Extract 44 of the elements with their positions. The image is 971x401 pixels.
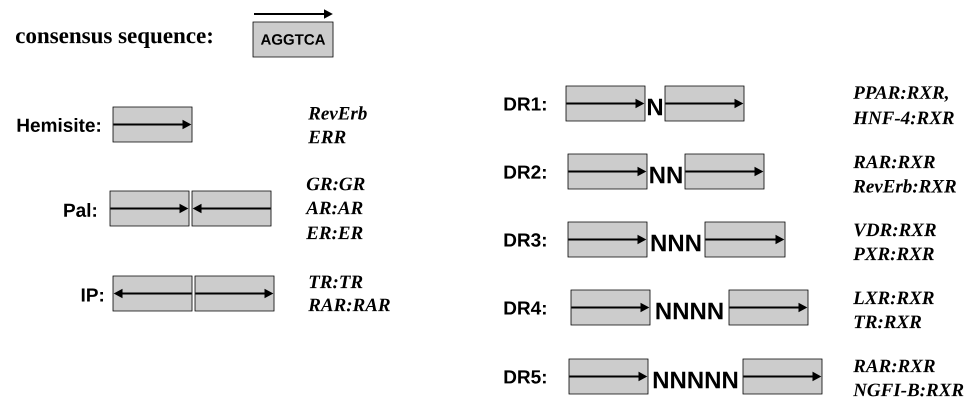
receptor-label: AR:AR (305, 202, 362, 214)
half-site-box (664, 86, 744, 122)
receptor-label: NGFI-B:RXR (853, 384, 964, 396)
receptor-label: PPAR:RXR, (853, 86, 948, 102)
half-site-box (112, 276, 192, 312)
half-site-box (112, 106, 192, 142)
receptor-label: TR:RXR (854, 316, 922, 328)
row-label: DR1: (504, 97, 546, 111)
receptor-label: PXR:RXR (853, 248, 934, 260)
half-site-box (742, 358, 822, 394)
spacer-text: NNNN (656, 302, 723, 320)
receptor-label: RevErb:RXR (853, 179, 956, 193)
receptor-label: LXR:RXR (853, 292, 934, 304)
half-site-box (684, 154, 764, 190)
spacer-text: NNN (652, 234, 700, 252)
half-site-box (568, 154, 648, 190)
spacer-text: N (648, 98, 662, 116)
half-site-box (570, 290, 650, 326)
heading-text: consensus sequence: (16, 32, 212, 48)
row-label: DR5: (504, 370, 546, 384)
row-label: DR3: (504, 233, 546, 247)
half-site-box (704, 222, 786, 258)
receptor-label: RAR:RAR (308, 298, 390, 312)
half-site-box (568, 358, 648, 394)
receptor-label: HNF-4:RXR (853, 112, 954, 124)
spacer-text: NNNNN (654, 372, 738, 388)
row-label: DR2: (504, 165, 546, 179)
receptor-label: VDR:RXR (854, 224, 936, 236)
receptor-label: RevErb (308, 106, 367, 120)
half-site-box (192, 190, 272, 226)
receptor-label: RAR:RXR (853, 360, 935, 372)
spacer-text: NN (650, 166, 682, 184)
receptor-label: GR:GR (306, 178, 365, 190)
receptor-label: TR:TR (310, 276, 362, 288)
receptor-label: ERR (308, 130, 346, 144)
sequence-box: AGGTCA (252, 22, 334, 58)
receptor-label: ER:ER (306, 226, 362, 240)
receptor-label: RAR:RXR (853, 156, 935, 168)
half-site-box (728, 290, 808, 326)
half-site-box (568, 222, 648, 258)
row-label: DR4: (504, 301, 546, 315)
half-site-box (194, 276, 274, 312)
half-site-box (110, 190, 190, 226)
half-site-box (566, 86, 646, 122)
